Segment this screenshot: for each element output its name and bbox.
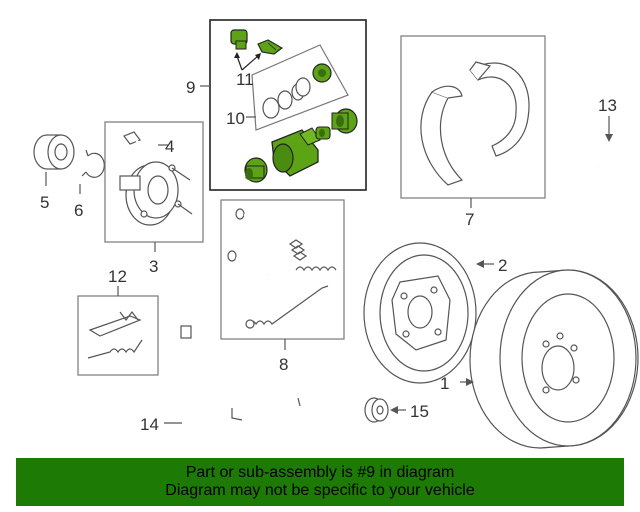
adjuster-kit-group[interactable] — [77, 295, 159, 376]
info-banner: Part or sub-assembly is #9 in diagram Di… — [16, 458, 624, 506]
cable-bracket — [231, 408, 243, 421]
brake-drum[interactable] — [469, 269, 639, 449]
return-spring — [295, 266, 337, 272]
hardware-kit-group[interactable] — [220, 199, 345, 340]
snap-ring[interactable] — [81, 149, 105, 178]
arrowhead — [476, 260, 484, 268]
banner-line-2: Diagram may not be specific to your vehi… — [165, 482, 475, 499]
hold-down-spring — [288, 239, 308, 261]
dust-boot-hole — [318, 69, 326, 77]
brake-shoe-right — [469, 62, 530, 157]
callout-11[interactable]: 11 — [236, 70, 254, 89]
hold-down-pin — [235, 208, 287, 227]
callout-4[interactable]: 4 — [165, 137, 174, 156]
bleeder-screw — [257, 39, 283, 55]
bleeder-cap-base — [235, 40, 247, 50]
callout-10[interactable]: 10 — [226, 109, 245, 128]
brake-shoe-left — [420, 91, 464, 186]
hub-flange — [119, 161, 193, 226]
piston-right-small — [315, 126, 331, 140]
seal-ring — [262, 97, 280, 119]
leader-11a — [236, 55, 243, 71]
callout-2[interactable]: 2 — [498, 256, 507, 275]
callout-8[interactable]: 8 — [279, 355, 288, 374]
arrowhead — [255, 53, 261, 60]
callout-5[interactable]: 5 — [40, 193, 49, 212]
wheel-cylinder-kit-group[interactable] — [209, 19, 367, 191]
adjuster-spring-small — [119, 311, 139, 321]
arrowhead — [605, 134, 613, 142]
callout-14[interactable]: 14 — [140, 415, 159, 434]
hardware-box — [220, 199, 345, 340]
arrowhead — [466, 378, 474, 386]
seal-ring — [295, 77, 311, 97]
seal-ring — [277, 90, 293, 110]
brake-hose[interactable] — [558, 116, 609, 179]
backing-plate[interactable] — [363, 242, 477, 384]
grommet[interactable] — [364, 397, 389, 423]
hub-bolt — [123, 131, 157, 149]
hold-down-pin — [227, 250, 269, 276]
shoe-web — [431, 85, 463, 99]
callout-6[interactable]: 6 — [74, 201, 83, 220]
callout-12[interactable]: 12 — [108, 267, 127, 286]
adjuster-lever — [88, 315, 142, 337]
cable-end — [180, 325, 192, 339]
callout-7[interactable]: 7 — [465, 210, 474, 229]
adjuster-cable — [87, 339, 143, 359]
parking-brake-cable[interactable] — [180, 325, 345, 443]
banner-line-1: Part or sub-assembly is #9 in diagram — [185, 464, 455, 481]
shoe-tab — [469, 61, 492, 81]
callout-1[interactable]: 1 — [440, 374, 449, 393]
arrowhead — [234, 52, 240, 58]
cylinder-body — [271, 127, 321, 177]
adjuster-box — [77, 295, 159, 376]
hub-group[interactable] — [104, 121, 204, 243]
callout-9[interactable]: 9 — [186, 78, 195, 97]
spring-eye — [245, 319, 255, 329]
leader-11b — [241, 55, 259, 71]
piston-right — [331, 108, 358, 134]
cable-bracket — [297, 397, 301, 407]
arrowhead — [390, 406, 398, 414]
callout-3[interactable]: 3 — [149, 257, 158, 276]
wheel-bearing[interactable] — [33, 134, 75, 170]
brake-shoes-group[interactable] — [400, 35, 546, 199]
callout-13[interactable]: 13 — [598, 96, 617, 115]
callout-15[interactable]: 15 — [410, 402, 429, 421]
piston-left — [244, 157, 268, 183]
